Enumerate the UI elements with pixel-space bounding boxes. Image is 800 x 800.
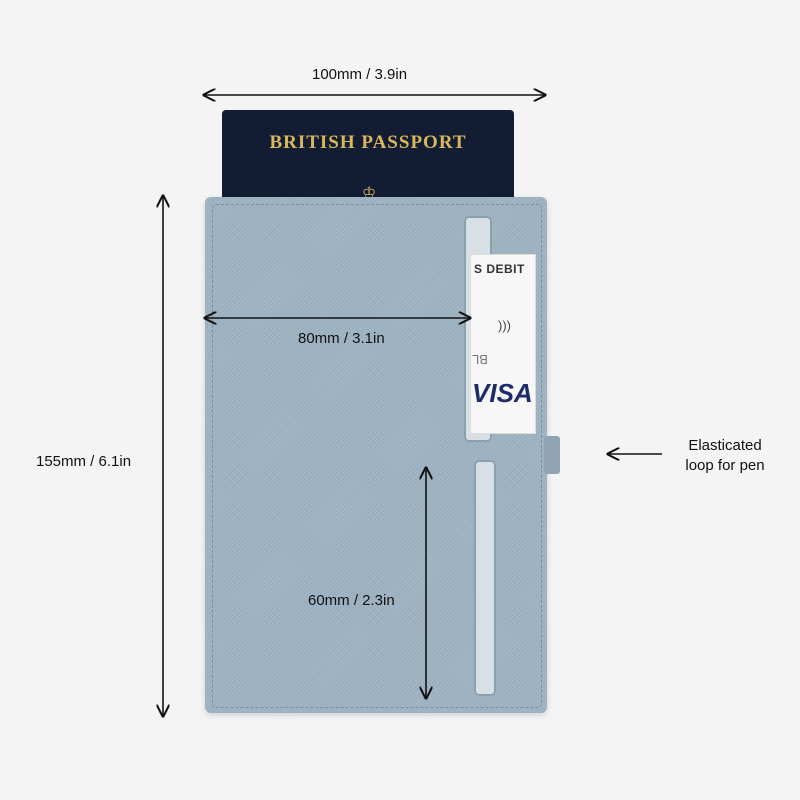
elastic-loop: [544, 436, 560, 474]
debit-card: [470, 254, 536, 434]
wallet-stitching: [212, 204, 542, 708]
width-label: 100mm / 3.9in: [312, 66, 408, 83]
pen-slot: [474, 460, 496, 696]
loop-callout-line2: loop for pen: [685, 457, 765, 474]
contactless-icon: ))): [498, 318, 511, 333]
loop-callout-line1: Elasticated: [688, 437, 762, 454]
passport-title: BRITISH PASSPORT: [269, 132, 467, 153]
inner-width-label: 80mm / 3.1in: [298, 330, 385, 347]
card-debit-text: S DEBIT: [474, 262, 525, 276]
pen-slot-label: 60mm / 2.3in: [308, 592, 395, 609]
height-label: 155mm / 6.1in: [36, 453, 132, 470]
loop-callout: Elasticated loop for pen: [670, 436, 780, 476]
visa-logo: VISA: [472, 378, 533, 408]
